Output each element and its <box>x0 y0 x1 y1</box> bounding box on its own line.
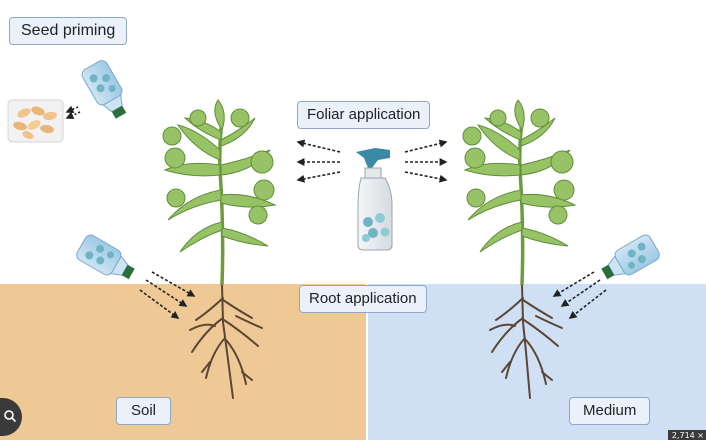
right-plant-roots <box>489 284 563 399</box>
seed-bottle-icon <box>81 60 127 119</box>
foliar-application-label: Foliar application <box>297 101 431 129</box>
right-plant <box>462 99 577 399</box>
lens-icon <box>4 410 17 423</box>
foliar-spray-arrows <box>296 139 448 183</box>
soil-label: Soil <box>116 397 172 425</box>
image-dimensions-badge: 2,714 × <box>667 430 706 440</box>
root-application-label: Root application <box>299 285 427 313</box>
medium-bottle-icon <box>601 234 660 280</box>
left-plant-leaves <box>162 99 277 253</box>
seed-priming-label: Seed priming <box>9 17 128 45</box>
seed-spray-arrows <box>65 105 81 119</box>
visual-search-button[interactable] <box>0 398 22 436</box>
soil-application-arrows <box>139 271 196 319</box>
soil-bottle-icon <box>76 234 135 280</box>
right-plant-leaves <box>462 99 577 253</box>
left-plant-roots <box>189 284 263 399</box>
seed-tray-icon <box>7 99 64 143</box>
spray-bottle-icon <box>356 148 393 251</box>
medium-label: Medium <box>569 397 651 425</box>
medium-application-arrows <box>552 271 607 319</box>
left-plant <box>162 99 277 399</box>
